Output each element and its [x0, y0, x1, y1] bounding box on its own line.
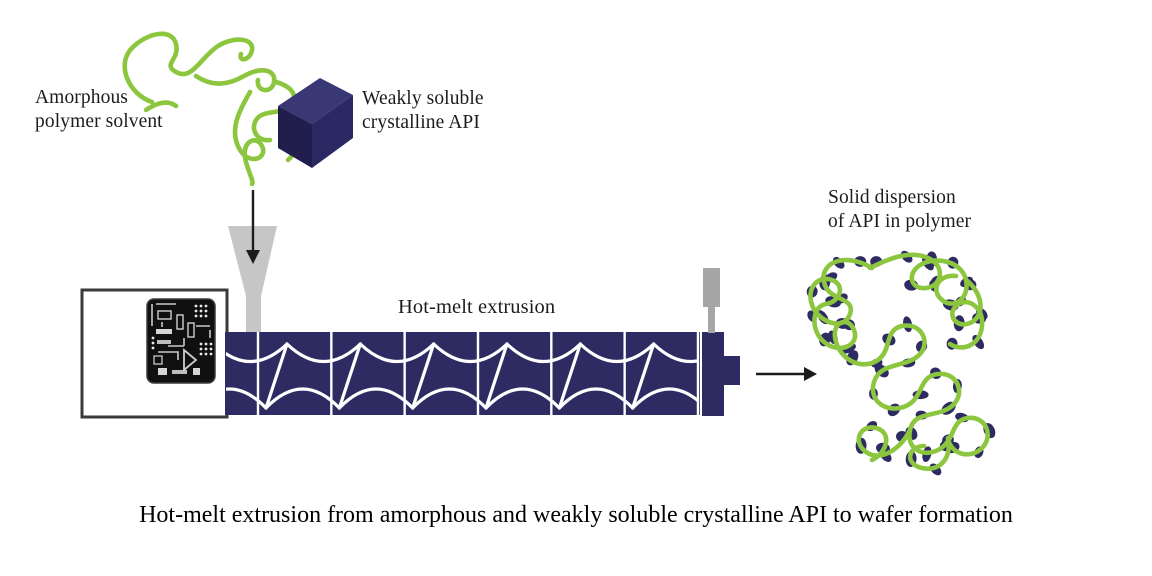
polymer-strands — [808, 252, 990, 471]
process-label: Hot-melt extrusion — [398, 296, 556, 318]
circuit-traces — [151, 303, 213, 375]
feed-funnel-icon — [228, 226, 277, 332]
crystalline-api-label: Weakly soluble crystalline API — [362, 88, 484, 133]
barrel-segments — [256, 332, 700, 415]
figure-caption: Hot-melt extrusion from amorphous and we… — [139, 502, 1013, 528]
die-block — [702, 332, 724, 416]
drive-unit-circuit-board-icon — [80, 288, 229, 419]
solid-dispersion-tangle-icon — [806, 250, 996, 476]
product-label: Solid dispersion of API in polymer — [828, 187, 972, 232]
amorphous-polymer-label: Amorphous polymer solvent — [35, 87, 163, 132]
die-nozzle — [724, 356, 740, 385]
extruder-screw-barrel — [225, 332, 740, 416]
output-right-arrow-icon — [756, 367, 817, 381]
vent-pin-icon — [703, 268, 720, 333]
crystalline-api-block-icon — [278, 78, 353, 168]
feed-down-arrow-icon — [246, 190, 260, 264]
